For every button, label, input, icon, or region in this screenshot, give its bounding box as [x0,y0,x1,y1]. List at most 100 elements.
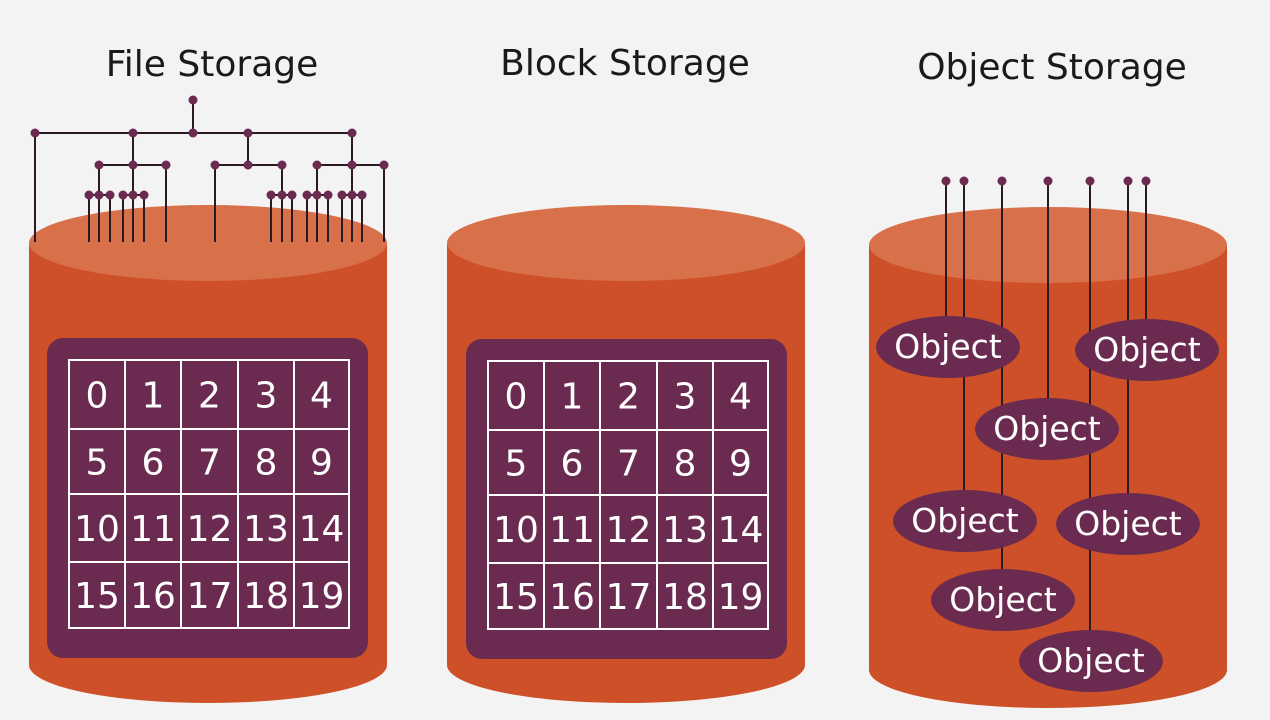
file-storage-title: File Storage [106,44,319,85]
file-block-cell: 10 [74,509,120,550]
object-pointer-node [941,176,951,186]
file-tree-node [302,190,312,200]
file-tree-node [277,160,287,170]
file-block-cell: 15 [74,576,120,617]
block-block-cell: 5 [505,444,528,485]
file-block-cell: 16 [130,576,176,617]
file-block-cell: 9 [310,443,333,484]
file-block-cell: 5 [86,443,109,484]
file-tree-node [30,128,40,138]
file-block-cell: 13 [243,509,289,550]
file-block-cell: 8 [255,443,278,484]
object-label: Object [911,501,1019,540]
file-block-cell: 1 [142,376,165,417]
file-block-cell: 12 [187,509,233,550]
file-tree-node [347,128,357,138]
file-tree-node [128,160,138,170]
object-blob [893,490,1037,552]
object-label: Object [1037,641,1145,680]
object-blob [876,316,1020,378]
file-cylinder-top [29,205,387,281]
file-tree-node [105,190,115,200]
object-pointer-node [1123,176,1133,186]
file-block-cell: 3 [255,376,278,417]
file-tree-node [210,160,220,170]
block-block-cell: 3 [674,377,697,418]
block-block-cell: 19 [718,577,764,618]
object-pointer-node [1141,176,1151,186]
block-block-cell: 0 [505,377,528,418]
file-tree-node [323,190,333,200]
block-block-cell: 17 [606,577,652,618]
file-block-cell: 17 [187,576,233,617]
object-pointer-node [1085,176,1095,186]
block-block-cell: 12 [606,510,652,551]
block-block-cell: 10 [493,510,539,551]
file-tree-node [161,160,171,170]
block-block-cell: 7 [617,444,640,485]
file-block-cell: 14 [299,509,345,550]
file-block-cell: 0 [86,376,109,417]
file-tree-node [128,190,138,200]
file-tree-node [188,95,198,105]
file-tree-node [84,190,94,200]
block-block-cell: 14 [718,510,764,551]
object-label: Object [1074,504,1182,543]
block-block-cell: 13 [662,510,708,551]
file-tree-node [266,190,276,200]
object-blob [1019,630,1163,692]
file-tree-node [243,128,253,138]
file-tree-node [347,160,357,170]
object-blob [931,569,1075,631]
block-cylinder-top [447,205,805,281]
file-block-cell: 11 [130,509,176,550]
file-block-cell: 18 [243,576,289,617]
file-block-cell: 2 [198,376,221,417]
file-tree-node [337,190,347,200]
file-block-cell: 7 [198,443,221,484]
file-tree-node [139,190,149,200]
object-blob [975,398,1119,460]
object-label: Object [949,580,1057,619]
block-block-cell: 18 [662,577,708,618]
file-tree-node [94,190,104,200]
file-tree-node [118,190,128,200]
block-storage-title: Block Storage [500,43,750,84]
block-block-cell: 16 [549,577,595,618]
block-block-cell: 8 [674,444,697,485]
file-block-cell: 4 [310,376,333,417]
block-block-cell: 4 [729,377,752,418]
file-block-cell: 6 [142,443,165,484]
object-blob [1075,319,1219,381]
file-tree-node [243,160,253,170]
file-tree-node [312,160,322,170]
file-tree-node [94,160,104,170]
block-block-cell: 6 [561,444,584,485]
file-tree-node [347,190,357,200]
object-storage-title: Object Storage [917,47,1187,88]
object-label: Object [894,327,1002,366]
file-block-cell: 19 [299,576,345,617]
object-pointer-node [997,176,1007,186]
file-tree-node [357,190,367,200]
file-tree-node [379,160,389,170]
object-pointer-node [1043,176,1053,186]
object-pointer-node [959,176,969,186]
object-label: Object [1093,330,1201,369]
file-tree-node [287,190,297,200]
block-block-cell: 11 [549,510,595,551]
block-block-cell: 9 [729,444,752,485]
object-label: Object [993,409,1101,448]
file-tree-node [188,128,198,138]
block-block-cell: 2 [617,377,640,418]
block-block-cell: 1 [561,377,584,418]
file-tree-icon [30,95,389,242]
object-blob [1056,493,1200,555]
file-block-panel [47,338,368,658]
